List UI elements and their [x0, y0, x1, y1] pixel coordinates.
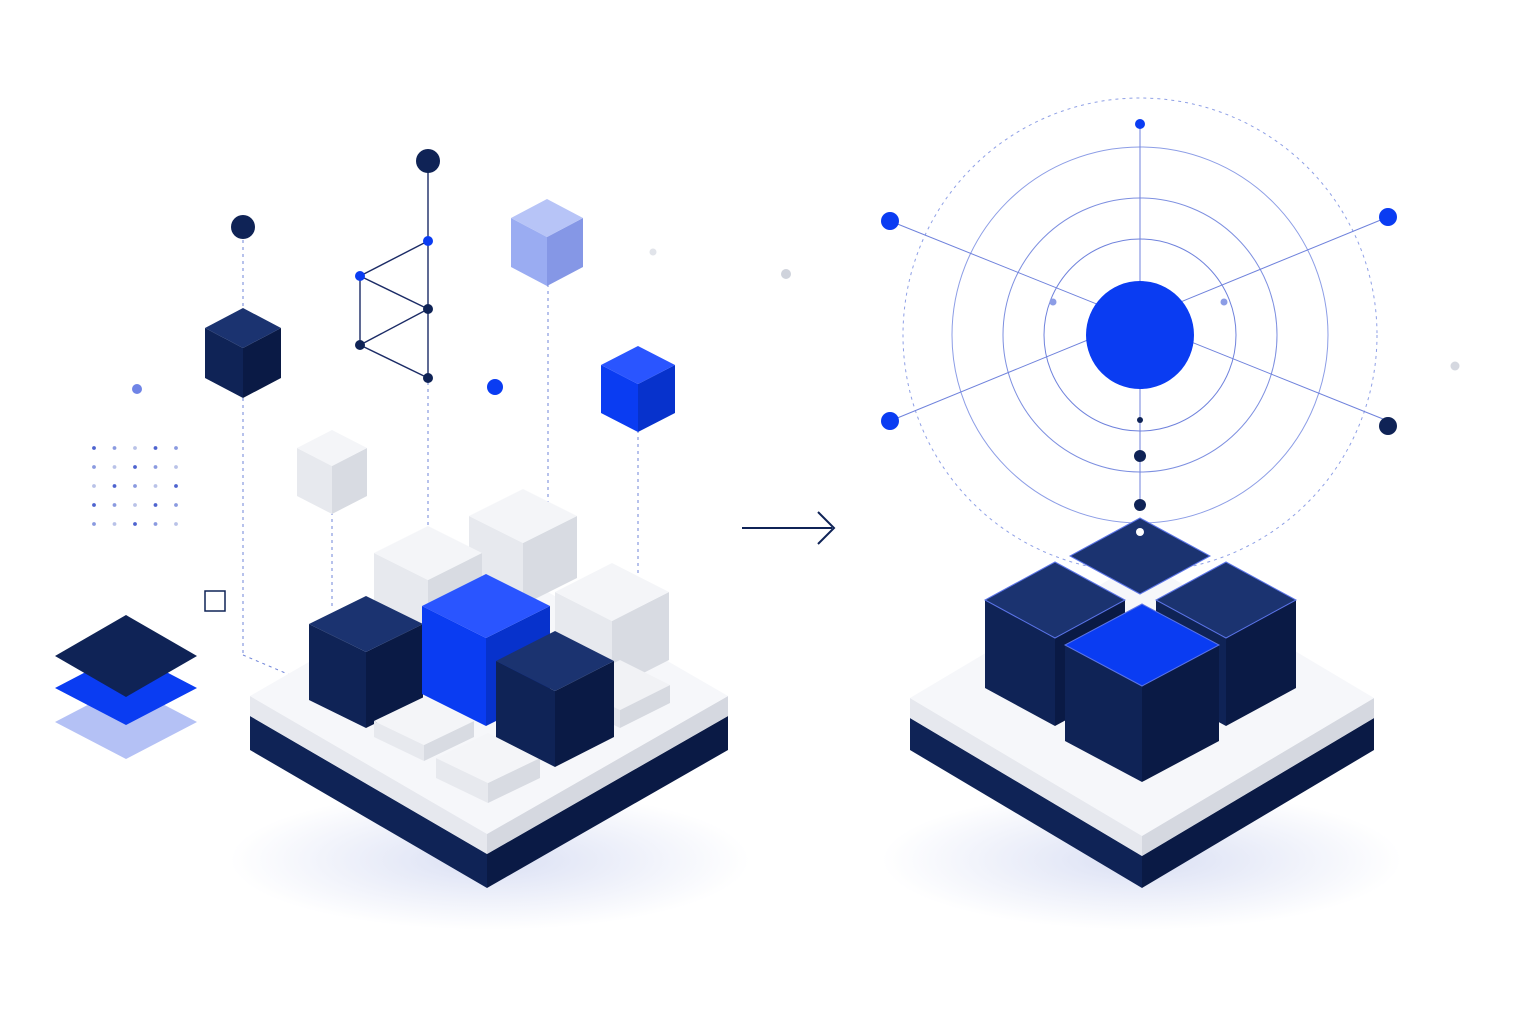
lavender-floating-cube — [511, 199, 583, 286]
stacked-layers-icon — [55, 615, 197, 759]
grid-dot — [153, 484, 158, 488]
grid-dot — [133, 503, 137, 507]
grid-dot — [112, 446, 117, 450]
grid-dot — [92, 503, 96, 507]
floating-cubes — [205, 199, 675, 514]
blue-top-cube-front — [1063, 603, 1221, 782]
accent-dot — [487, 379, 503, 395]
navy-cube-back — [1068, 517, 1212, 595]
outline-square-icon — [204, 590, 226, 612]
navy-cube-front — [496, 631, 614, 767]
layer-top — [55, 615, 197, 697]
grid-dot — [112, 465, 117, 469]
grid-dot — [153, 503, 158, 507]
left-cube-cluster — [309, 489, 670, 803]
white-slab-front-left — [374, 697, 474, 761]
grid-dot — [112, 503, 117, 507]
dot-grid — [92, 446, 178, 526]
grid-dot — [153, 522, 158, 526]
target-center — [1086, 281, 1194, 389]
accent-dot — [781, 269, 791, 279]
arrow-right-icon — [742, 511, 836, 545]
grid-dot — [174, 522, 178, 526]
grid-dot — [174, 446, 178, 450]
grid-dot — [133, 484, 137, 488]
navy-cube-left — [309, 596, 423, 728]
grid-dot — [153, 465, 158, 469]
radial-target-icon — [881, 97, 1397, 573]
grid-dot — [92, 522, 96, 526]
grid-dot — [174, 503, 178, 507]
grid-dot — [153, 446, 158, 450]
grid-dot — [112, 522, 117, 526]
node-dot — [231, 215, 255, 239]
accent-dot — [1450, 361, 1460, 371]
glow-node — [1136, 528, 1144, 536]
grid-dot — [133, 522, 137, 526]
navy-floating-cube — [205, 308, 281, 398]
right-scene — [881, 97, 1460, 930]
right-cube-cluster — [983, 517, 1298, 782]
grid-dot — [92, 446, 96, 450]
grid-dot — [133, 465, 137, 469]
left-scene — [55, 149, 791, 930]
grid-dot — [174, 465, 178, 469]
accent-dot — [649, 248, 657, 256]
white-floating-cube — [297, 430, 367, 514]
grid-dot — [174, 484, 178, 488]
grid-dot — [112, 484, 117, 488]
grid-dot — [92, 465, 96, 469]
accent-dot — [132, 384, 142, 394]
grid-dot — [133, 446, 137, 450]
grid-dot — [92, 484, 96, 488]
blue-floating-cube — [601, 346, 675, 432]
network-graph-icon — [355, 149, 440, 383]
